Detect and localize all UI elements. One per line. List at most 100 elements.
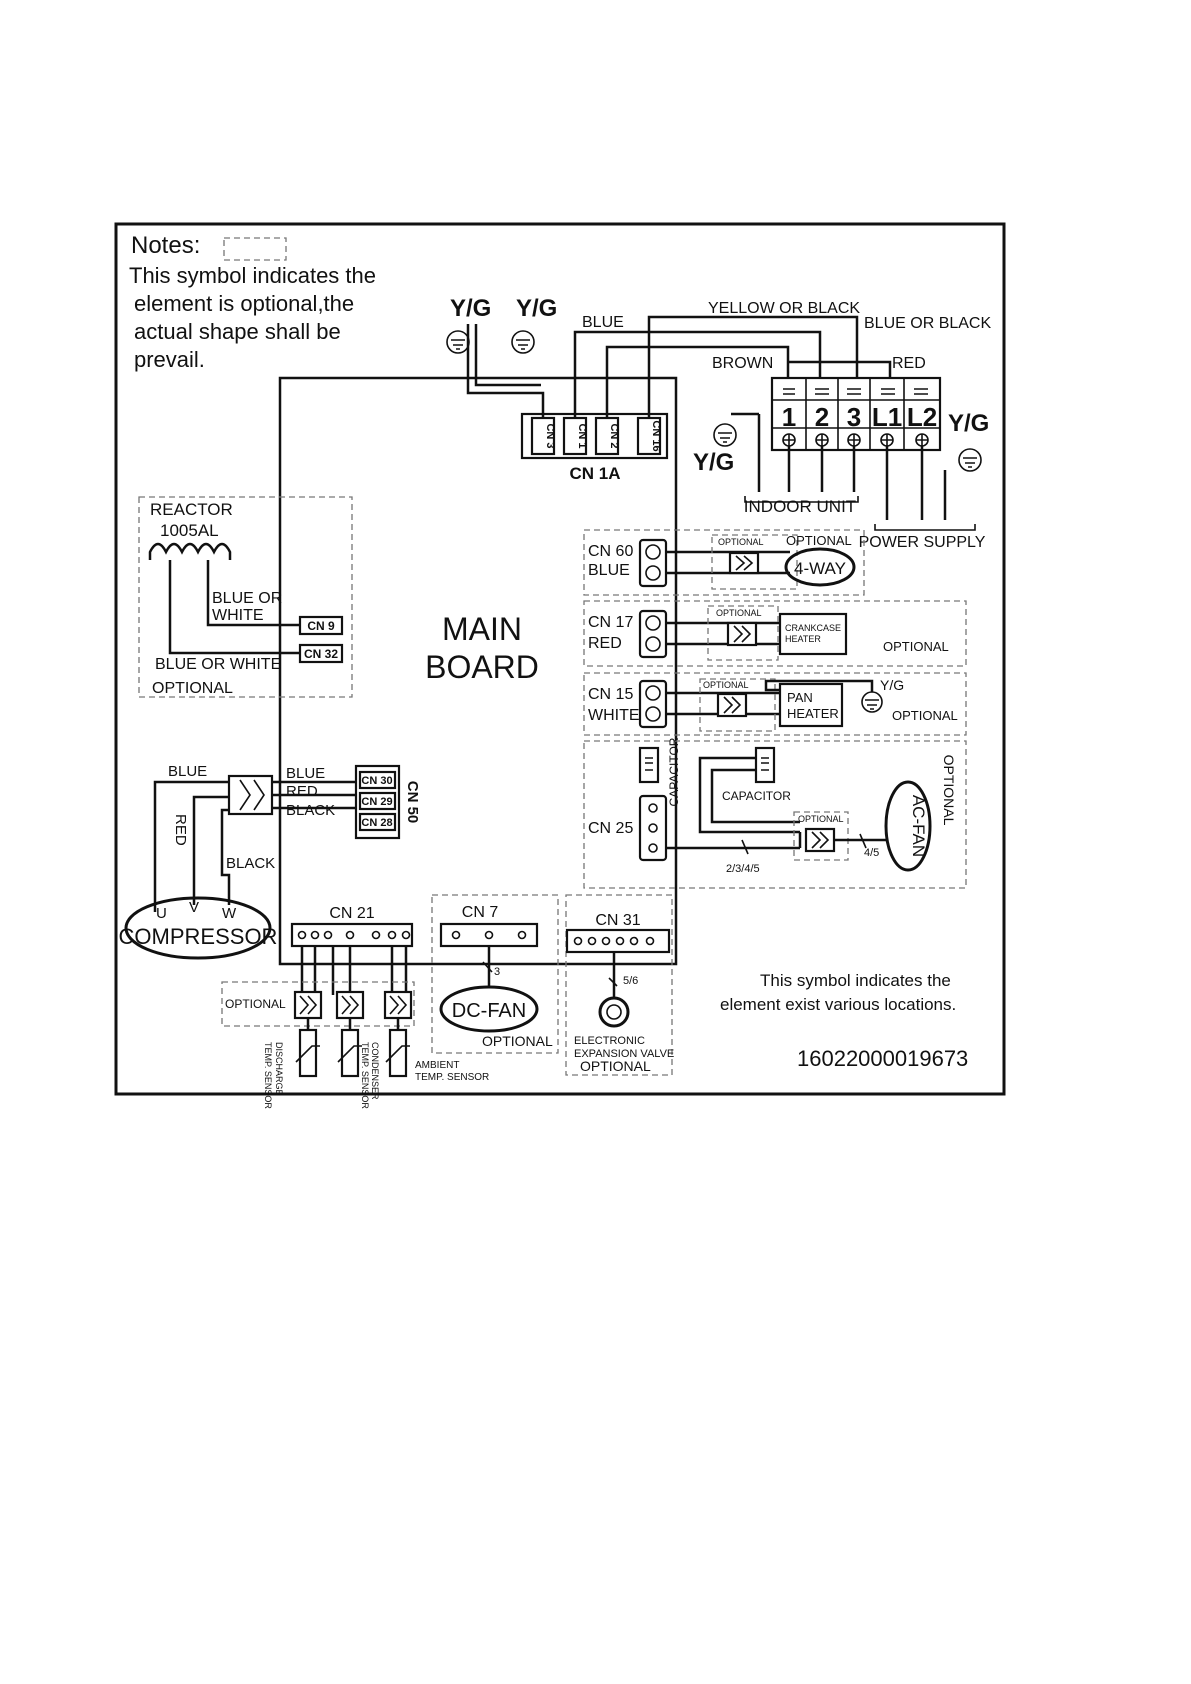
ambient-sensor-line-2: TEMP. SENSOR [415,1072,489,1083]
ground-icon [861,691,883,713]
cn7-wires: 3 [494,966,500,978]
cn31-section: CN 31 5/6 ELECTRONIC EXPANSION VALVE OPT… [565,894,674,1076]
wire-blue-or-black: BLUE OR BLACK [864,315,991,332]
power-supply-bracket [874,524,976,531]
reactor-wire-2: BLUE OR WHITE [155,656,281,673]
cn17-section: CN 17 RED OPTIONAL CRANKCASE HEATER OPTI… [583,600,967,667]
cn25-device: AC-FAN [909,795,928,857]
cn17-device-line-1: CRANKCASE [785,623,841,633]
terminal-block: 1 2 3 L1 L2 [731,376,947,520]
cn1a-pin-cn1: CN 1 [576,423,588,448]
cn17-optional: OPTIONAL [883,639,949,654]
cn31-device-line-1: ELECTRONIC [574,1035,645,1047]
cn15-optional-small: OPTIONAL [703,680,749,690]
reactor-section: REACTOR 1005AL BLUE OR WHITE BLUE OR WHI… [138,496,353,698]
cn17-optional-small: OPTIONAL [716,608,762,618]
cn1a-pin-cn16: CN 16 [650,420,662,451]
main-board-label-2: BOARD [425,649,539,685]
wire-brown: BROWN [712,355,773,372]
notes-line-1: This symbol indicates the [129,263,376,288]
expansion-valve-icon [598,996,630,1028]
cn7-optional: OPTIONAL [482,1033,553,1049]
cn50-label: CN 50 [404,781,421,824]
discharge-sensor-line-2: TEMP. SENSOR [263,1042,273,1109]
cn17-name: CN 17 [588,614,633,631]
thermistor-icon [385,1028,410,1078]
cn17-color: RED [588,635,622,652]
cn31-wires: 5/6 [623,975,638,987]
cn25-optional-vertical: OPTIONAL [941,755,957,826]
cn32-label: CN 32 [304,647,338,661]
cn25-optional-small: OPTIONAL [798,814,844,824]
wire-blue-top: BLUE [582,314,624,331]
cn60-device: 4-WAY [794,559,846,578]
cn1a-pin-cn3: CN 3 [544,423,556,448]
cn25-capacitor: CAPACITOR [722,789,791,803]
cn60-optional-small: OPTIONAL [718,537,764,547]
reactor-wire-1-line-2: WHITE [212,607,264,624]
compressor-wire-red: RED [172,814,189,846]
cn15-optional: OPTIONAL [892,708,958,723]
cn15-yg: Y/G [880,677,904,693]
cn60-optional: OPTIONAL [786,533,852,548]
ground-icon [958,448,982,472]
terminal-1: 1 [782,402,796,432]
notes-line-2: element is optional,the [134,291,354,316]
condenser-sensor-line-2: TEMP. SENSOR [360,1042,370,1109]
ambient-sensor-line-1: AMBIENT [415,1060,459,1071]
cn15-section: CN 15 WHITE OPTIONAL PAN HEATER Y/G OPTI… [583,672,967,736]
thermistor-icon [337,1028,362,1078]
power-supply-label: POWER SUPPLY [859,534,986,551]
yg-label-4: Y/G [948,410,989,437]
indoor-unit-label: INDOOR UNIT [744,497,856,516]
part-number: 16022000019673 [797,1046,968,1071]
notes: Notes: This symbol indicates the element… [129,232,376,372]
cn21-optional: OPTIONAL [225,997,286,1011]
cn25-name: CN 25 [588,820,633,837]
compressor-label: COMPRESSOR [119,924,278,949]
cn7-label: CN 7 [462,904,499,921]
reactor-coil-icon [148,542,232,560]
optional-symbol-example [223,237,287,261]
yg-label-3: Y/G [693,449,734,476]
sensor-connector-icon [383,990,413,1020]
compressor-section: BLUE RED BLACK CN 30 CN 29 CN 28 CN 50 B… [119,763,421,960]
sensor-connector-icon [335,990,365,1020]
compressor-wire-black: BLACK [226,855,275,872]
cn50-wire-blue: BLUE [286,765,325,782]
cn31-device-line-2: EXPANSION VALVE [574,1048,674,1060]
compressor-wire-blue: BLUE [168,763,207,780]
discharge-sensor-line-1: DISCHARGE [274,1042,284,1096]
cn1a-label: CN 1A [569,464,620,483]
cn15-color: WHITE [588,707,640,724]
ground-3: Y/G [693,423,737,476]
cn31-label: CN 31 [595,912,640,929]
notes-title: Notes: [131,232,200,259]
yg-label-1: Y/G [450,295,491,322]
cn50-pin-cn28: CN 28 [361,817,392,829]
reactor-label: REACTOR [150,500,233,519]
cn31-optional: OPTIONAL [580,1058,651,1074]
ground-icon [511,330,535,354]
ground-2: Y/G [511,295,557,354]
cn25-wires-a: 2/3/4/5 [726,863,760,875]
wire-red-top: RED [892,355,926,372]
compressor-body [124,896,272,960]
ground-icon [713,423,737,447]
compressor-u: U [156,905,167,922]
cn15-device-line-2: HEATER [787,706,839,721]
cn50-wire-black: BLACK [286,802,335,819]
cn15-device-line-1: PAN [787,690,813,705]
cn7-section: CN 7 3 DC-FAN OPTIONAL [431,894,559,1054]
cn1a-pin-cn2: CN 2 [608,423,620,448]
thermistor-icon [295,1028,320,1078]
cn25-wires-b: 4/5 [864,847,879,859]
main-board-label-1: MAIN [442,611,522,647]
cn7-device: DC-FAN [452,1000,526,1022]
footer-note-line-1: This symbol indicates the [760,971,951,990]
cn21-section: CN 21 OPTIONAL [221,905,489,1109]
cn50-pin-cn29: CN 29 [361,796,392,808]
cn60-name: CN 60 [588,543,633,560]
cn1a-connector: CN 3 CN 1 CN 2 CN 16 CN 1A [520,412,669,483]
